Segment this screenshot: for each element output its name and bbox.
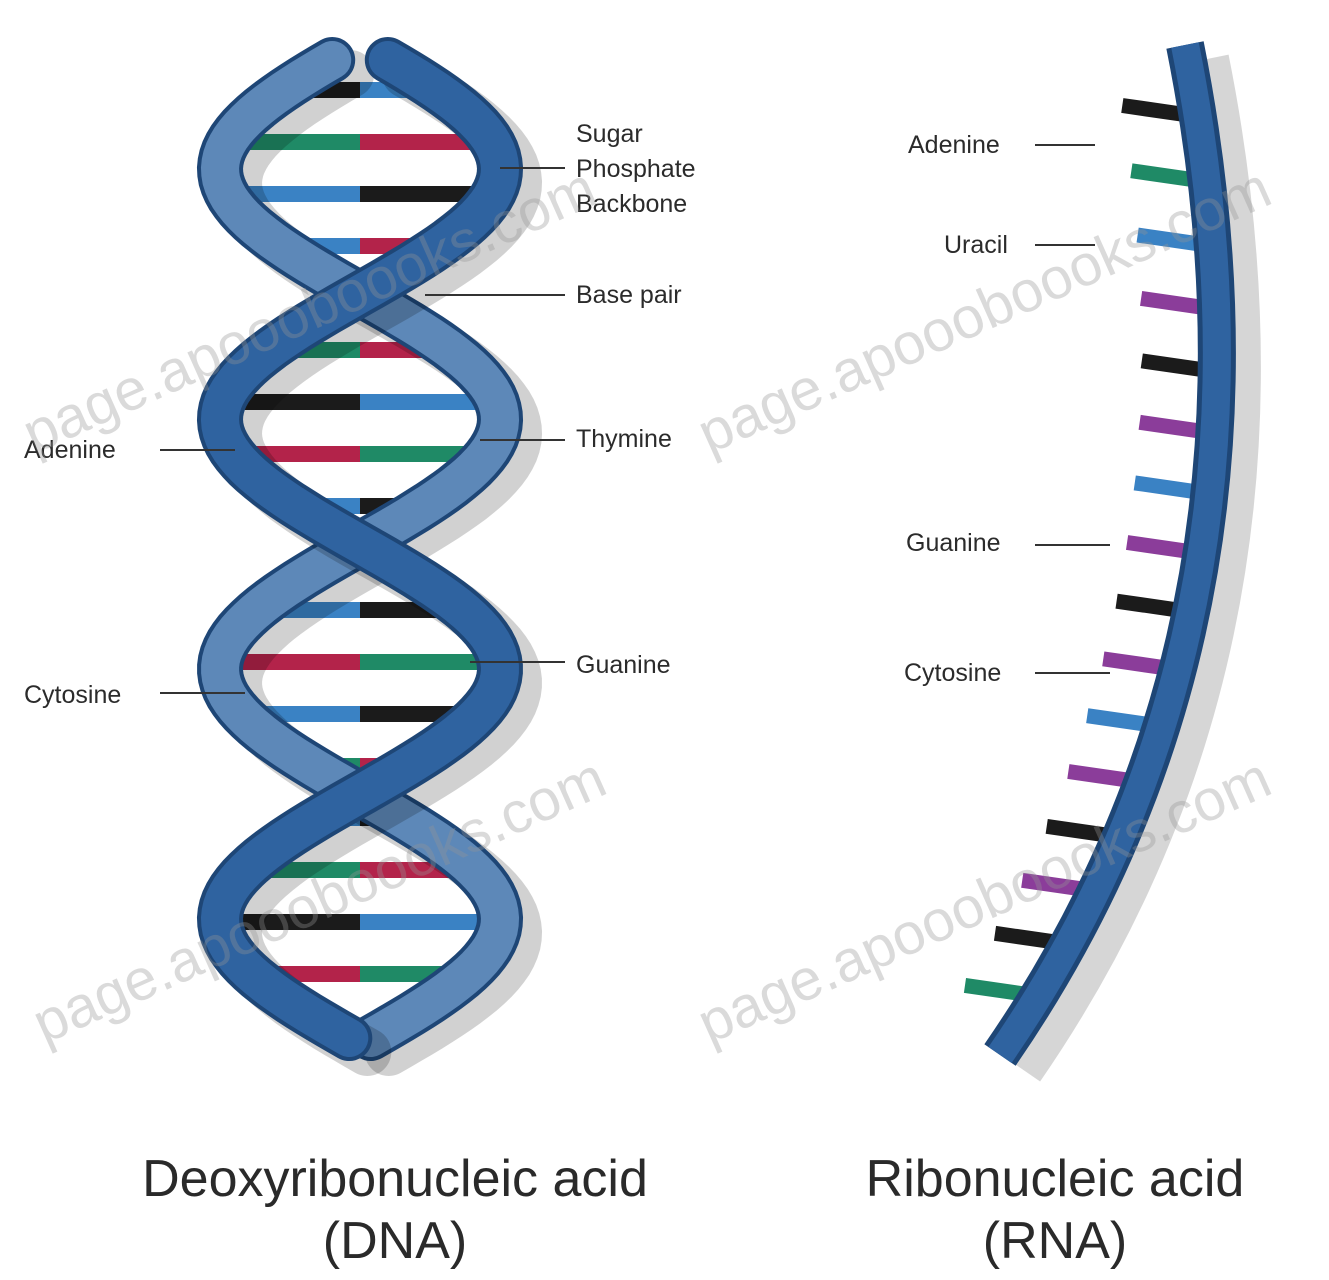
dna-title: Deoxyribonucleic acid (DNA) [95,1148,695,1273]
rna-strand-edge [1000,45,1217,1055]
dna-label-sugar-1: Sugar [576,122,643,147]
rna-label-guanine: Guanine [906,531,1001,556]
rna-label-leaders [1035,145,1110,673]
dna-label-guanine: Guanine [576,653,671,678]
rna-label-uracil: Uracil [944,233,1008,258]
rna-title-line1: Ribonucleic acid [790,1148,1320,1210]
rna-label-adenine: Adenine [908,133,1000,158]
dna-label-cytosine: Cytosine [24,683,121,708]
rna-title: Ribonucleic acid (RNA) [790,1148,1320,1273]
dna-title-line1: Deoxyribonucleic acid [95,1148,695,1210]
dna-label-thymine: Thymine [576,427,672,452]
rna-title-line2: (RNA) [790,1210,1320,1272]
dna-label-sugar-3: Backbone [576,192,687,217]
rna-label-cytosine: Cytosine [904,661,1001,686]
rna-backbone-strand [1000,45,1239,1069]
dna-title-line2: (DNA) [95,1210,695,1272]
dna-label-base-pair: Base pair [576,283,682,308]
dna-label-adenine: Adenine [24,438,116,463]
dna-label-sugar-2: Phosphate [576,157,696,182]
